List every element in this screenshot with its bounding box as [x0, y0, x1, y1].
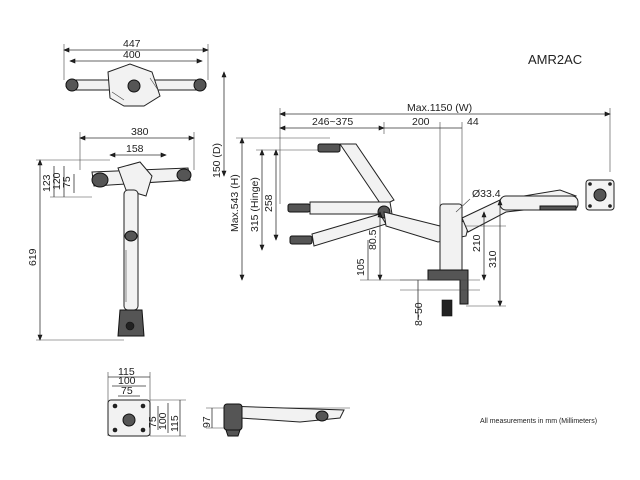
top-view: 447 400	[63, 38, 209, 107]
dim-258: 258	[263, 194, 275, 212]
dim-619: 619	[27, 248, 39, 266]
dim-200: 200	[412, 116, 430, 128]
dim-80-5: 80.5	[367, 229, 379, 250]
dim-pole-diameter: Ø33.4	[472, 188, 501, 200]
dim-105: 105	[355, 258, 367, 276]
dim-158: 158	[126, 143, 144, 155]
dim-246-375: 246~375	[312, 116, 353, 128]
dim-vesa-115-w: 115	[118, 366, 135, 378]
dim-max-width: Max.1150 (W)	[407, 102, 472, 114]
dim-380: 380	[131, 126, 149, 138]
dim-vesa-75-w: 75	[121, 385, 133, 397]
arm-positions	[287, 143, 615, 247]
dim-97: 97	[201, 416, 213, 428]
dim-123: 123	[41, 174, 53, 192]
dim-vesa-100-h: 100	[157, 412, 169, 430]
dim-vesa-75-h: 75	[147, 416, 159, 428]
measurement-note: All measurements in mm (Millimeters)	[480, 418, 597, 425]
dim-hinge: 315 (Hinge)	[249, 177, 261, 232]
dim-vesa-100-w: 100	[118, 375, 136, 387]
dim-vesa-115-h: 115	[169, 415, 181, 432]
dim-clamp-range: 8~50	[413, 302, 425, 326]
dim-150-depth: 150 (D)	[211, 143, 223, 178]
front-view: 380 158 150 (D) 123 120 75 619	[27, 71, 227, 341]
dim-max-height: Max.543 (H)	[229, 174, 241, 232]
arm-profile-view: 97	[201, 403, 350, 437]
dim-400: 400	[123, 49, 141, 61]
side-view: Max.1150 (W) 246~375 200 44 Max.543 (H) …	[229, 102, 615, 326]
dim-210: 210	[471, 234, 483, 252]
dim-75: 75	[61, 176, 73, 188]
dim-120: 120	[51, 172, 63, 190]
model-name: AMR2AC	[528, 52, 582, 67]
dim-447: 447	[123, 38, 141, 50]
dim-44: 44	[467, 116, 479, 128]
dim-310: 310	[487, 250, 499, 268]
vesa-plate-view: 115 100 75 75 100 115	[107, 366, 186, 437]
